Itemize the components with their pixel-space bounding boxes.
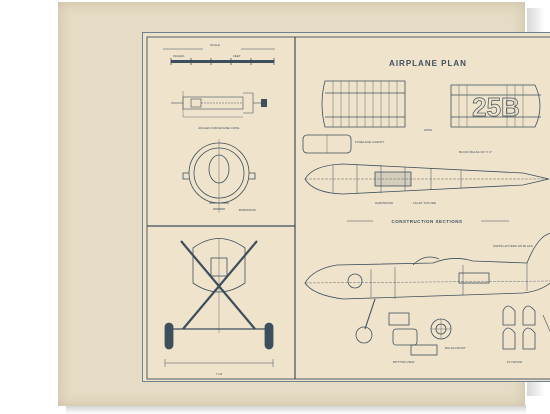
aircraft-side-profile — [304, 233, 550, 344]
wing-number-outline: 25B — [472, 92, 520, 122]
bottom-view-label: BOTTOM VIEW — [393, 360, 414, 364]
cowl-material-note: BIRDWOOD — [239, 208, 257, 212]
blueprint-sheet: SCALE INCHES FEET ANGLES FOR ENGINE COWL… — [142, 32, 550, 382]
construction-sections-heading: CONSTRUCTION SECTIONS — [391, 219, 462, 224]
gear-dimension-label: 7 1/2 — [216, 372, 223, 376]
scale-inches-label: INCHES — [173, 54, 184, 58]
wing-plan-left — [321, 80, 406, 128]
landing-gear-front-view — [164, 238, 274, 367]
engine-mount-block — [261, 99, 267, 107]
cowl-angles-label: ANGLES FOR ENGINE COWL — [198, 126, 240, 130]
page-title: AIRPLANE PLAN — [389, 59, 467, 68]
mounted-print: SCALE INCHES FEET ANGLES FOR ENGINE COWL… — [58, 2, 550, 406]
wing-plan-right — [450, 84, 541, 128]
canopy-label: FUSELAGE CANOPY — [355, 140, 385, 144]
scale-bar — [163, 48, 275, 65]
canopy-small-detail — [302, 134, 352, 154]
hardwood-block-fill — [375, 172, 411, 186]
frame-shadow-bottom — [66, 405, 526, 414]
scale-label: SCALE — [210, 43, 220, 47]
inner-border — [146, 36, 550, 380]
small-sections — [388, 305, 550, 356]
white-letters-label: WHITE LETTERS ON BLACK — [493, 244, 533, 248]
hardwood-label: HARDWOOD — [375, 201, 394, 205]
blueprint-drawing: SCALE INCHES FEET ANGLES FOR ENGINE COWL… — [146, 36, 550, 380]
scale-feet-label: FEET — [233, 54, 241, 58]
fillet-suture-label: FILLET SUTURE — [413, 201, 436, 205]
block-balsa-label: BLOCK BALSA 3/4" X 3" — [459, 150, 492, 154]
engine-side-section — [171, 91, 265, 118]
balsa-front-label: BALSA FRONT — [445, 346, 466, 350]
plywood-label: PLYWOOD — [507, 360, 523, 364]
fuselage-plan — [304, 163, 550, 195]
cowl-front-view — [182, 139, 256, 213]
wing-label: WING — [424, 128, 433, 132]
